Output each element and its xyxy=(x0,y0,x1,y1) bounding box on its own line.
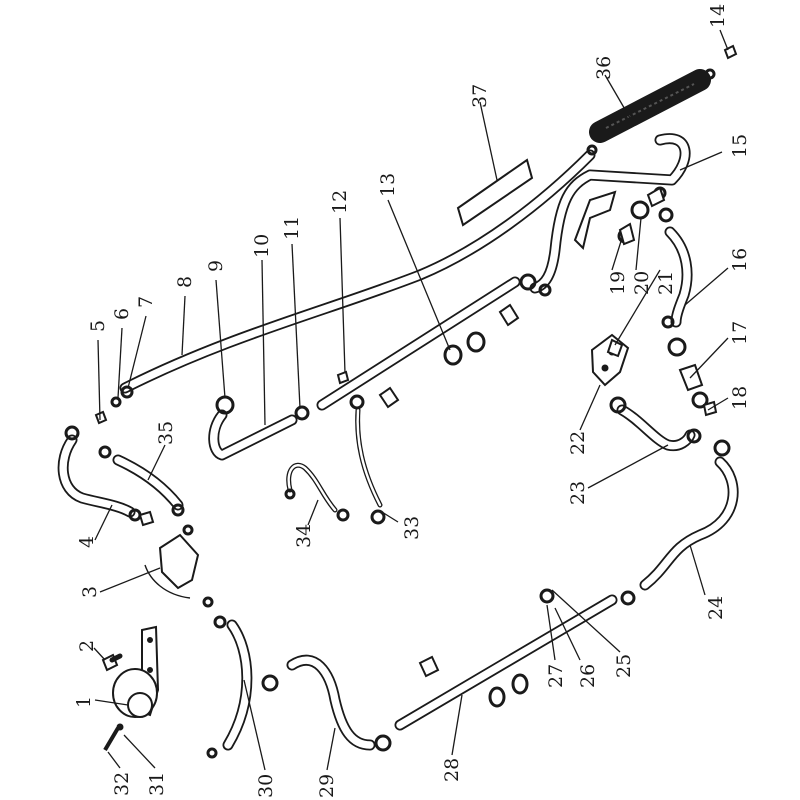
grommet-13a xyxy=(443,344,463,366)
callout-18: 18 xyxy=(729,386,751,410)
grommet-13b xyxy=(466,331,486,353)
callout-16: 16 xyxy=(729,248,751,272)
callout-11: 11 xyxy=(281,216,303,240)
callout-29: 29 xyxy=(316,774,338,798)
hose-clamps xyxy=(64,68,731,759)
callout-3: 3 xyxy=(79,586,101,598)
callout-35: 35 xyxy=(155,421,177,445)
callout-7: 7 xyxy=(135,296,157,308)
bolt-32 xyxy=(103,723,124,752)
hose-10-short-elbow xyxy=(208,409,298,461)
callout-28: 28 xyxy=(441,758,463,782)
callout-30: 30 xyxy=(255,774,277,798)
callout-24: 24 xyxy=(705,596,727,620)
hose-29-lower-elbow xyxy=(286,654,376,751)
callout-1: 1 xyxy=(73,696,95,708)
callout-17: 17 xyxy=(729,321,751,345)
tube-33 xyxy=(355,407,383,508)
tube-34 xyxy=(286,462,338,513)
hose-35-left-short xyxy=(112,454,184,511)
callout-4: 4 xyxy=(76,536,98,548)
callout-19: 19 xyxy=(607,271,629,295)
hose-8-upper-pipe xyxy=(119,149,596,394)
hose-23-right-elbow xyxy=(616,404,696,452)
callout-37: 37 xyxy=(469,84,491,108)
callout-8: 8 xyxy=(174,276,196,288)
callout-12: 12 xyxy=(329,190,351,214)
callout-31: 31 xyxy=(146,772,168,796)
valve-block-22 xyxy=(590,333,630,387)
callout-9: 9 xyxy=(205,260,227,272)
callout-14: 14 xyxy=(707,4,729,28)
callout-15: 15 xyxy=(729,134,751,158)
hose-28-lower-pipe xyxy=(394,594,618,731)
callout-33: 33 xyxy=(401,516,423,540)
fittings xyxy=(94,44,738,678)
hose-15-return-pipe xyxy=(529,133,691,294)
callout-36: 36 xyxy=(593,56,615,80)
hose-30-curved-lower xyxy=(222,619,253,751)
hose-4-left-elbow xyxy=(57,434,136,518)
callout-13: 13 xyxy=(377,173,399,197)
callout-6: 6 xyxy=(111,308,133,320)
hose-16-right-upper xyxy=(664,226,693,328)
callout-2: 2 xyxy=(76,640,98,652)
callout-26: 26 xyxy=(577,664,599,688)
callout-21: 21 xyxy=(655,271,677,295)
bracket-15-l-shape xyxy=(573,190,617,250)
hose-36-insulated-sleeve xyxy=(589,69,711,143)
callout-27: 27 xyxy=(545,664,567,688)
callout-20: 20 xyxy=(631,271,653,295)
leader-lines xyxy=(93,29,729,771)
callout-25: 25 xyxy=(613,654,635,678)
callout-10: 10 xyxy=(251,234,273,258)
hose-24-right-lower xyxy=(639,456,739,591)
grommet-28b xyxy=(511,673,529,695)
housing-3 xyxy=(144,533,200,599)
callout-numbers: 1 2 3 4 5 6 7 8 9 10 11 12 13 14 15 16 1… xyxy=(73,4,751,798)
bolt-2 xyxy=(101,653,123,672)
grommet-28a xyxy=(488,686,506,708)
callout-22: 22 xyxy=(567,431,589,455)
callout-32: 32 xyxy=(111,772,133,796)
insulation-pad-37 xyxy=(456,158,534,227)
callout-34: 34 xyxy=(293,524,315,548)
callout-23: 23 xyxy=(567,481,589,505)
hose-12-middle-pipe xyxy=(316,276,521,411)
callout-5: 5 xyxy=(87,320,109,332)
